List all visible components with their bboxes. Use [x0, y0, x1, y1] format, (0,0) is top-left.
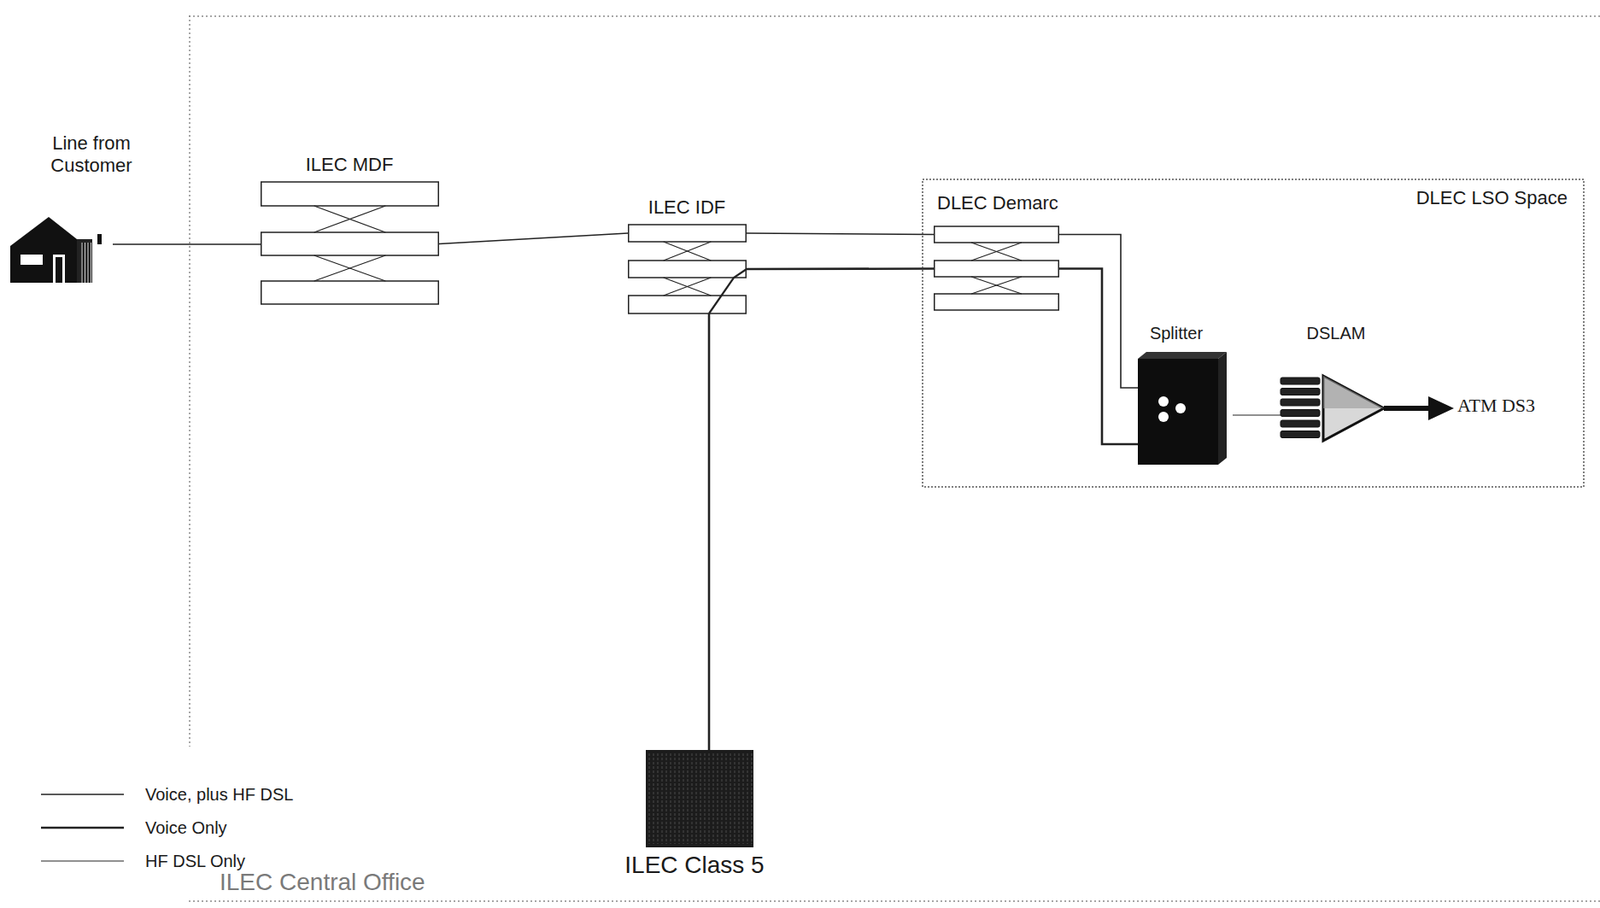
legend-text: Voice Only [145, 817, 228, 839]
splitter-box [1137, 351, 1227, 465]
wire-connector [746, 267, 934, 270]
wire-connector [112, 243, 261, 246]
dslam-node: DSLAM [1280, 322, 1384, 443]
wire-connector [1232, 415, 1281, 417]
bars-node: ILEC MDF [260, 153, 440, 305]
node-shape [188, 15, 1600, 903]
office-boundary [188, 15, 1600, 902]
node-shape [260, 153, 440, 305]
bars-node: ILEC IDF [627, 196, 747, 314]
node-label: DLEC Demarc [937, 192, 1059, 215]
node-label: ILEC Class 5 [624, 850, 764, 880]
house-icon [10, 216, 102, 283]
bars-node: DLEC Demarc [933, 192, 1060, 311]
wire-connector [746, 233, 934, 235]
node-shape [1137, 322, 1233, 465]
node-label: Splitter [1149, 322, 1203, 344]
node-label: Line from Customer [31, 132, 152, 178]
node-shape [921, 178, 1585, 488]
dslam-icon [1280, 375, 1384, 441]
node-label: ILEC Central Office [219, 867, 426, 897]
node-label: DSLAM [1306, 322, 1366, 344]
frame-node: ILEC Central Office ILEC MDF ILEC IDF DLEC … [188, 15, 1600, 903]
wire-connector [1059, 269, 1138, 446]
signal-label: ATM DS3 [1457, 394, 1536, 417]
region-node: DLEC LSO Space DLEC DemarcSplitter DSLAM [921, 178, 1585, 488]
wire-connector [1059, 234, 1138, 389]
house-node: Line from Customer [10, 128, 113, 283]
frame-bars [934, 226, 1060, 311]
node-label: ILEC IDF [648, 196, 726, 219]
frame-bars [628, 224, 747, 314]
region-border [922, 179, 1584, 487]
splitter-node: Splitter [1137, 322, 1233, 465]
frame-bars [261, 181, 440, 305]
legend-text: Voice, plus HF DSL [145, 784, 294, 805]
legend-text: HF DSL Only [145, 850, 246, 872]
atm-arrow-shaft [1383, 405, 1432, 411]
legend-sample [41, 819, 127, 837]
wire-connector [708, 313, 711, 751]
switch-node: ILEC Class 5 [645, 750, 754, 879]
atm-arrow-head [1428, 396, 1454, 421]
node-label: ILEC MDF [305, 153, 394, 176]
wire-connector [439, 233, 628, 245]
legend-sample [41, 852, 127, 870]
node-label: DLEC LSO Space [1416, 187, 1568, 210]
class5-switch [645, 750, 754, 848]
legend-sample [41, 785, 127, 803]
